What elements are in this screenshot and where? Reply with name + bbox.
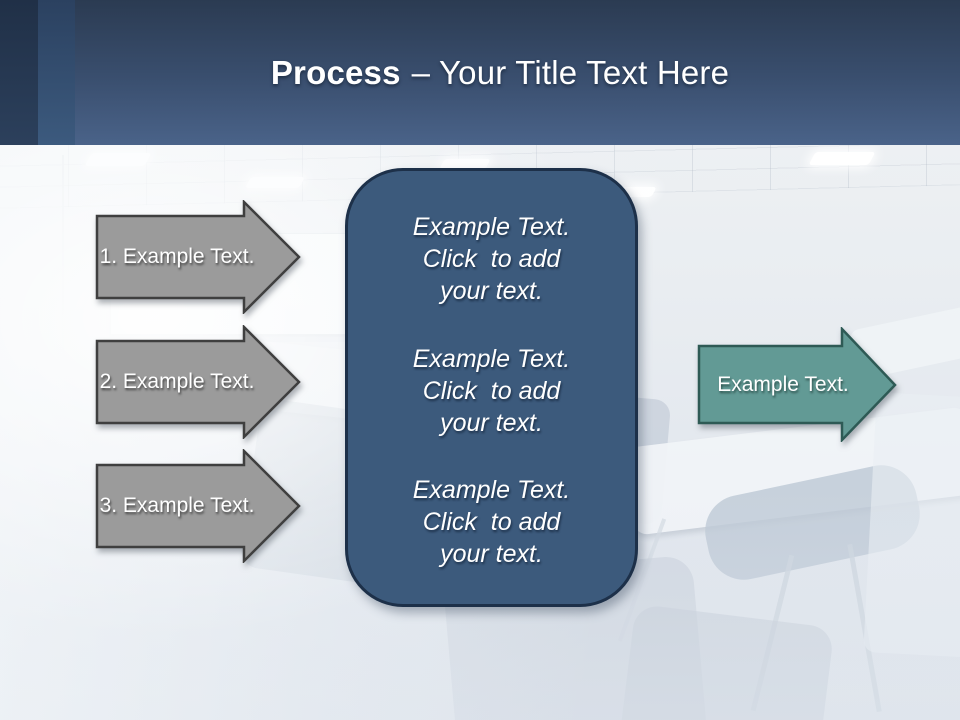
teal-arrow-shape <box>697 327 897 442</box>
gray-arrow-shape <box>95 325 301 439</box>
result-arrow-label: Example Text. <box>717 372 849 396</box>
panel-text-line: Example Text. <box>412 213 571 241</box>
gray-arrow-shape <box>95 200 301 314</box>
panel-text-line: Click to add <box>422 376 561 405</box>
description-panel[interactable]: Example Text. Click to add your text. Ex… <box>345 168 638 607</box>
title-bar: Process – Your Title Text Here <box>0 0 960 145</box>
process-step-1-label: 1. Example Text. <box>99 245 255 268</box>
panel-text-line: Example Text. <box>412 476 571 504</box>
panel-text-line: Example Text. <box>412 344 571 373</box>
process-step-3-arrow[interactable]: 3. Example Text. <box>95 449 301 563</box>
result-arrow[interactable]: Example Text. <box>697 327 897 442</box>
slide-title: Process – Your Title Text Here <box>271 54 729 92</box>
gray-arrow-shape <box>95 449 301 563</box>
panel-text-line: your text. <box>440 277 543 305</box>
panel-text-line: Click to add <box>422 508 561 536</box>
panel-text-placeholder-1[interactable]: Example Text. Click to add your text. <box>366 211 617 307</box>
panel-text-line: your text. <box>440 540 543 568</box>
left-accent-stripe-dark <box>0 0 38 145</box>
process-step-2-label: 2. Example Text. <box>99 370 255 393</box>
panel-text-placeholder-2[interactable]: Example Text. Click to add your text. <box>366 343 617 439</box>
panel-text-placeholder-3[interactable]: Example Text. Click to add your text. <box>366 474 617 570</box>
process-step-3-label: 3. Example Text. <box>99 494 255 517</box>
slide-title-rest: – Your Title Text Here <box>411 53 730 91</box>
panel-text-line: your text. <box>440 408 543 437</box>
process-step-2-arrow[interactable]: 2. Example Text. <box>95 325 301 439</box>
left-accent-stripe-light <box>38 0 75 145</box>
panel-text-line: Click to add <box>422 245 561 273</box>
slide-title-bold: Process <box>270 53 401 91</box>
process-step-1-arrow[interactable]: 1. Example Text. <box>95 200 301 314</box>
